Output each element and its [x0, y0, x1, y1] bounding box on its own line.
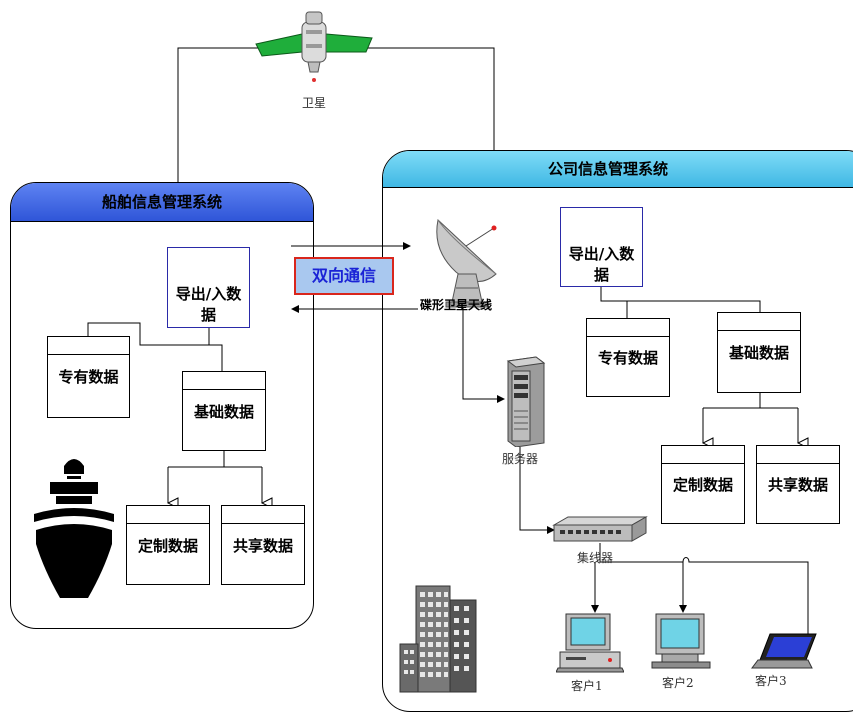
dish-label: 碟形卫星天线 — [420, 298, 493, 312]
client-1-label: 客户1 — [571, 679, 603, 693]
client-1-computer-icon — [556, 613, 624, 673]
company-shared-data-box: 共享数据 — [756, 445, 840, 524]
ship-base-data-box: 基础数据 — [182, 371, 266, 451]
ship-export-import-label: 导出/入数 据 — [175, 285, 242, 324]
ship-icon — [34, 459, 114, 598]
company-export-import-box: 导出/入数 据 — [560, 207, 643, 287]
ship-shared-data-box: 共享数据 — [221, 505, 305, 585]
company-custom-data-box: 定制数据 — [661, 445, 745, 524]
hub-icon — [552, 516, 648, 542]
client-3-laptop-icon — [751, 633, 817, 669]
company-base-data-box: 基础数据 — [717, 312, 801, 393]
ship-custom-data-box: 定制数据 — [126, 505, 210, 585]
bidirectional-comm-label: 双向通信 — [294, 257, 394, 295]
server-icon — [506, 356, 546, 447]
client-3-label: 客户3 — [755, 674, 787, 688]
office-building-icon — [399, 585, 477, 693]
ship-system-title: 船舶信息管理系统 — [11, 183, 313, 222]
server-label: 服务器 — [502, 452, 539, 466]
ship-proprietary-data-box: 专有数据 — [47, 336, 130, 418]
satellite-icon — [255, 11, 373, 82]
client-2-computer-icon — [651, 613, 711, 669]
satellite-dish-icon — [436, 219, 497, 308]
satellite-label: 卫星 — [302, 96, 327, 110]
company-proprietary-data-box: 专有数据 — [586, 318, 670, 397]
company-export-import-label: 导出/入数 据 — [568, 245, 635, 284]
ship-export-import-box: 导出/入数 据 — [167, 247, 250, 328]
hub-label: 集线器 — [577, 551, 614, 565]
company-system-title: 公司信息管理系统 — [383, 151, 853, 188]
client-2-label: 客户2 — [662, 676, 694, 690]
